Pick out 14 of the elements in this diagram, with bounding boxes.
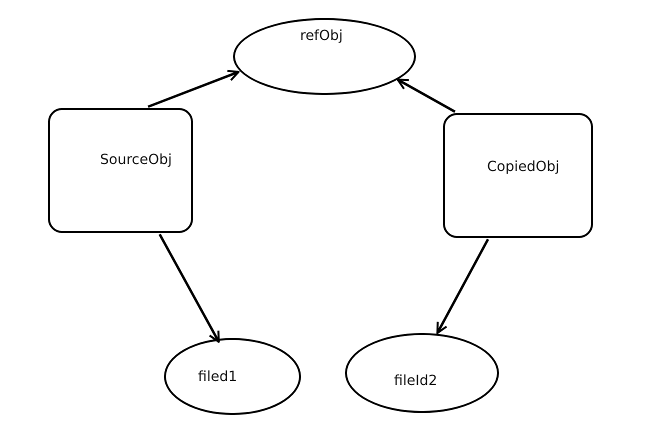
node-label: CopiedObj (487, 159, 560, 175)
arrow (436, 238, 490, 334)
arrow (396, 78, 456, 113)
node-label: fileId2 (394, 373, 438, 389)
node-label: SourceObj (100, 152, 172, 168)
arrow (158, 234, 220, 343)
rounded-box (48, 108, 193, 233)
ellipse-node (164, 338, 301, 415)
ellipse-node (233, 18, 416, 95)
node-label: filed1 (198, 369, 238, 385)
rounded-box (443, 113, 593, 238)
arrow (148, 70, 240, 108)
ellipse-node (345, 333, 499, 413)
node-label: refObj (300, 28, 343, 44)
